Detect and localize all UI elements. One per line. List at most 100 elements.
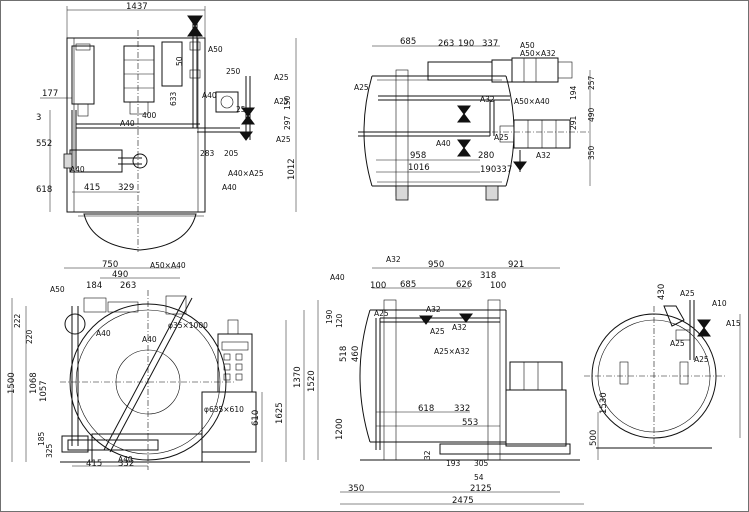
pipe-annotation: A25 <box>494 133 509 142</box>
pipe-annotation: A50×A40 <box>514 97 550 106</box>
dim-label: 2125 <box>470 484 492 494</box>
dim-label: 25 <box>236 105 246 114</box>
pipe-annotation: A25 <box>354 83 369 92</box>
dim-label: 490 <box>112 270 128 280</box>
control-panel <box>217 333 253 393</box>
pipe-annotation: A50 <box>520 41 535 50</box>
pipe-annotation: A50×A32 <box>520 49 556 58</box>
pipe-annotation: A32 <box>480 95 495 104</box>
dim-label: 332 <box>118 459 134 469</box>
pipe-annotation: A25×A32 <box>434 347 470 356</box>
dim-label: 50 <box>175 56 184 66</box>
dim-label: 205 <box>224 149 239 158</box>
dim-label: 100 <box>490 281 506 291</box>
dim-label: 350 <box>587 145 596 160</box>
pipe-annotation: A40 <box>436 139 451 148</box>
dim-label: 1625 <box>275 402 285 424</box>
dim-label: 685 <box>400 37 416 47</box>
pipe-annotation: A25 <box>276 135 291 144</box>
pipe-annotation: A40 <box>70 165 85 174</box>
pipe-annotation: A40 <box>120 119 135 128</box>
dim-label: 190 <box>325 309 334 324</box>
dim-label: 337 <box>482 39 498 49</box>
dim-label: 400 <box>142 111 157 120</box>
bottom-right-view: 430 1530 500 A25 A10 A15 A25 A25 <box>584 284 741 460</box>
dim-label: 633 <box>169 91 178 106</box>
dim-label: 618 <box>36 185 52 195</box>
dim-label: 32 <box>423 450 432 460</box>
dim-label: 283 <box>200 149 215 158</box>
pipe-annotation: A40 <box>142 335 157 344</box>
dim-label: 2475 <box>452 496 474 506</box>
dim-label: φ35×1000 <box>168 321 208 330</box>
bottom-middle-view: 950 921 685 626 318 100 100 190 120 518 … <box>293 255 584 506</box>
dim-label: 958 <box>410 151 426 161</box>
dim-label: 685 <box>400 280 416 290</box>
dim-label: 257 <box>587 75 596 90</box>
dim-label: 1016 <box>408 163 430 173</box>
pipe-annotation: A40 <box>202 91 217 100</box>
dim-label: 415 <box>84 183 100 193</box>
dim-label: 318 <box>480 271 496 281</box>
pipe-annotation: A15 <box>726 319 741 328</box>
pump-motor-top <box>427 61 493 81</box>
dim-label: 626 <box>456 280 472 290</box>
dim-label: 150 <box>283 95 292 110</box>
pipe-annotation: A40×A25 <box>228 169 264 178</box>
dim-label: 1500 <box>7 372 17 394</box>
pump-motor-left <box>71 45 95 105</box>
dim-label: 1057 <box>39 380 49 402</box>
dim-label: 184 <box>86 281 102 291</box>
dim-label: 194 <box>569 85 578 100</box>
pipe-annotation: A25 <box>680 289 695 298</box>
pipe-annotation: A25 <box>374 309 389 318</box>
dim-label: 552 <box>36 139 52 149</box>
dim-label: 553 <box>462 418 478 428</box>
dim-label: 222 <box>13 313 22 328</box>
pipe-annotation: A25 <box>274 73 289 82</box>
dim-label: 610 <box>251 410 261 426</box>
dim-label: 190 <box>458 39 474 49</box>
dim-label: 1530 <box>599 392 609 414</box>
dim-label: 921 <box>508 260 524 270</box>
dim-label: 337 <box>496 165 512 175</box>
tank-bottom <box>83 213 197 251</box>
dim-label: 250 <box>226 67 241 76</box>
dim-label: 750 <box>102 260 118 270</box>
dim-label: 618 <box>418 404 434 414</box>
dim-label: 518 <box>339 346 349 362</box>
dim-label: 1068 <box>29 372 39 394</box>
bottom-left-view: 750 490 184 263 1500 222 220 1068 1057 1… <box>7 260 287 470</box>
top-right-view: 685 263 190 337 958 1016 190 337 280 257… <box>354 37 596 201</box>
pipe-annotation: A25 <box>274 97 289 106</box>
pipe-annotation: A50×A40 <box>150 261 186 270</box>
pipe-annotation: A40 <box>96 329 111 338</box>
top-left-view: 1437 177 3 552 618 415 329 1012 633 400 … <box>36 2 297 252</box>
pipe-annotation: A25 <box>430 327 445 336</box>
dim-label: 291 <box>569 115 578 130</box>
pump-motor-side <box>509 361 563 391</box>
dim-label: 500 <box>589 430 599 446</box>
dim-label: 1200 <box>335 418 345 440</box>
dim-label: 329 <box>118 183 134 193</box>
pipe-annotation: A50 <box>50 285 65 294</box>
dim-label: 263 <box>120 281 136 291</box>
pipe-annotation: A50 <box>208 45 223 54</box>
pipe-annotation: A40 <box>330 273 345 282</box>
pipe-annotation: A40 <box>222 183 237 192</box>
dim-label: 325 <box>45 443 54 458</box>
pipe-annotation: A32 <box>536 151 551 160</box>
dim-label: 430 <box>657 284 667 300</box>
pipe-annotation: A32 <box>426 305 441 314</box>
dim-label: 263 <box>438 39 454 49</box>
dim-label: 332 <box>454 404 470 414</box>
dim-label: 350 <box>348 484 364 494</box>
dim-label: 1520 <box>307 370 317 392</box>
pipe-annotation: A32 <box>386 255 401 264</box>
dim-label: 415 <box>86 459 102 469</box>
dim-label: 177 <box>42 89 58 99</box>
pipe-annotation: A32 <box>452 323 467 332</box>
dim-label: 1370 <box>293 366 303 388</box>
